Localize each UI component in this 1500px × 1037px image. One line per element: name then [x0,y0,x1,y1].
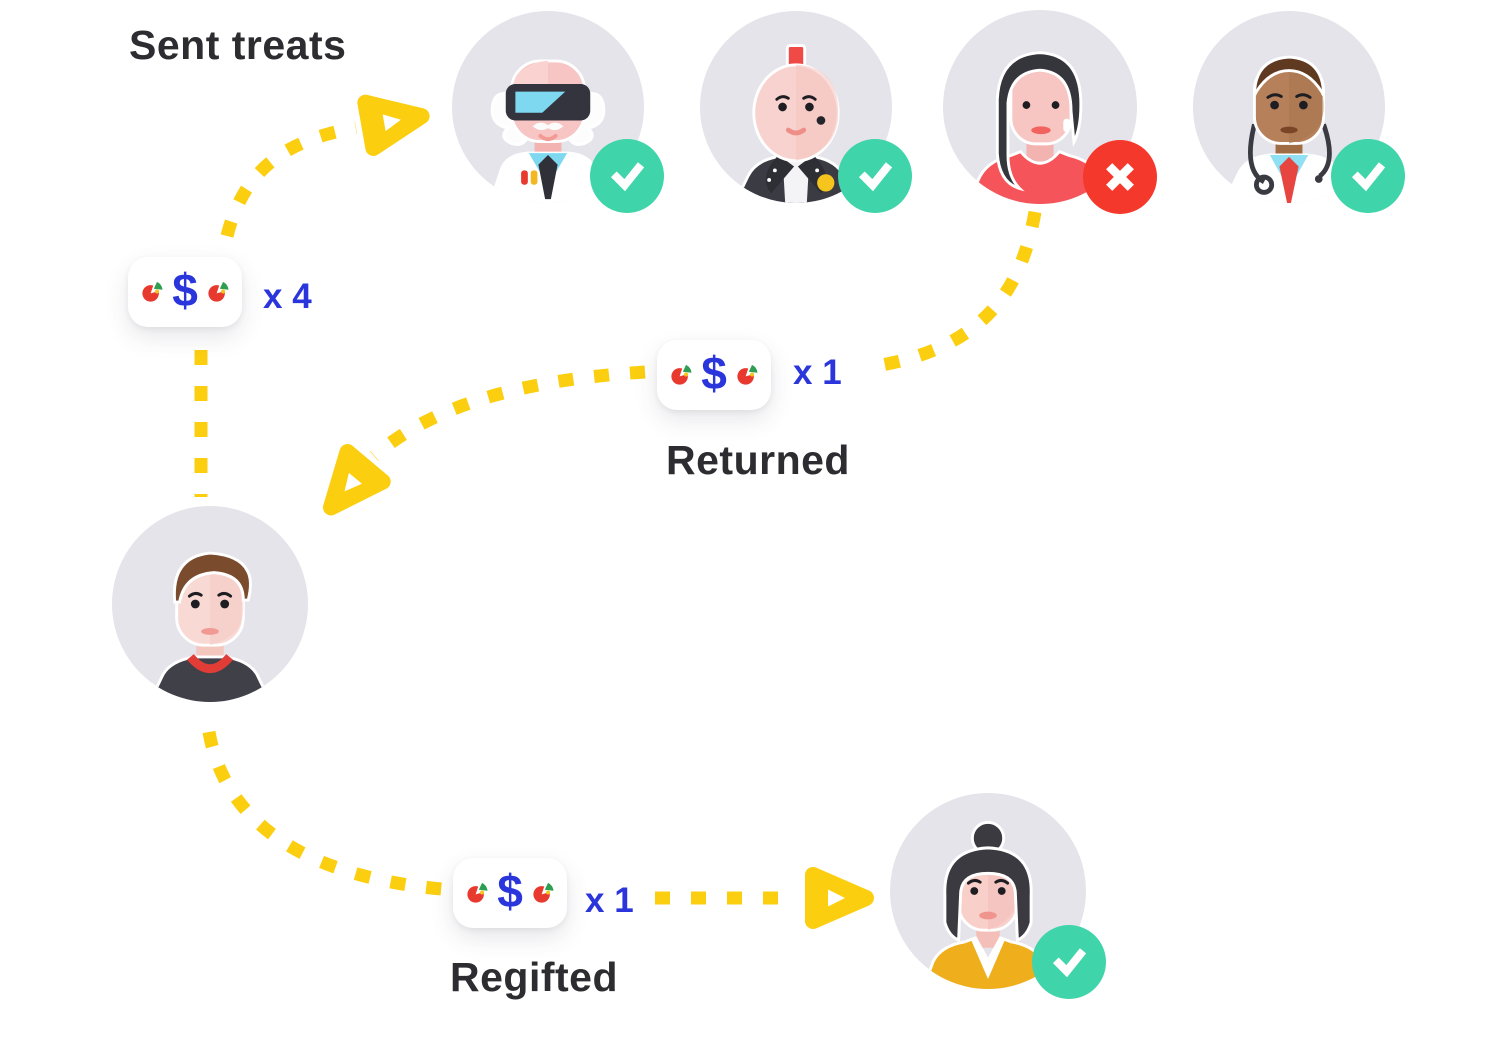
status-badge [1083,140,1157,214]
woman-bun-illustration [890,793,1086,989]
treat-card-regifted: $ [453,858,567,928]
path-sent [220,121,358,238]
status-badge [590,139,664,213]
check-icon [1351,162,1386,192]
dollar-symbol: $ [701,347,727,399]
sender-man-avatar [112,506,308,702]
check-icon [610,162,645,192]
woman-long-hair-avatar [943,10,1157,214]
treat-card-returned: $ [657,340,771,410]
path-declined-to-returned [874,210,1042,373]
pie-icon [208,281,229,302]
title-sent-treats: Sent treats [129,22,347,68]
pie-icon [737,364,758,385]
punk-avatar [700,11,912,213]
label-returned: Returned [666,437,850,483]
scientist-avatar [452,11,664,213]
status-badge [1331,139,1405,213]
label-regifted: Regifted [450,954,618,1000]
pie-icon [467,882,488,903]
pie-icon [533,882,554,903]
path-sender-to-regift [202,730,443,896]
dollar-symbol: $ [497,865,523,917]
path-returned-to-sender [369,365,646,461]
count-returned: x 1 [793,353,842,392]
treat-card-sent: $ [128,257,242,327]
woman-bun-avatar [890,793,1106,999]
x-icon [1106,163,1134,191]
check-icon [1052,948,1087,978]
count-sent: x 4 [263,277,312,316]
pie-icon [142,281,163,302]
arrowhead-icon [813,875,866,921]
dollar-symbol: $ [172,264,198,316]
man-illustration [112,506,308,702]
status-badge [838,139,912,213]
arrowhead-icon [313,452,382,522]
count-regifted: x 1 [585,881,634,920]
arrowhead-icon [365,93,425,148]
status-badge [1032,925,1106,999]
pie-icon [671,364,692,385]
doctor-avatar [1193,11,1405,213]
check-icon [858,162,893,192]
